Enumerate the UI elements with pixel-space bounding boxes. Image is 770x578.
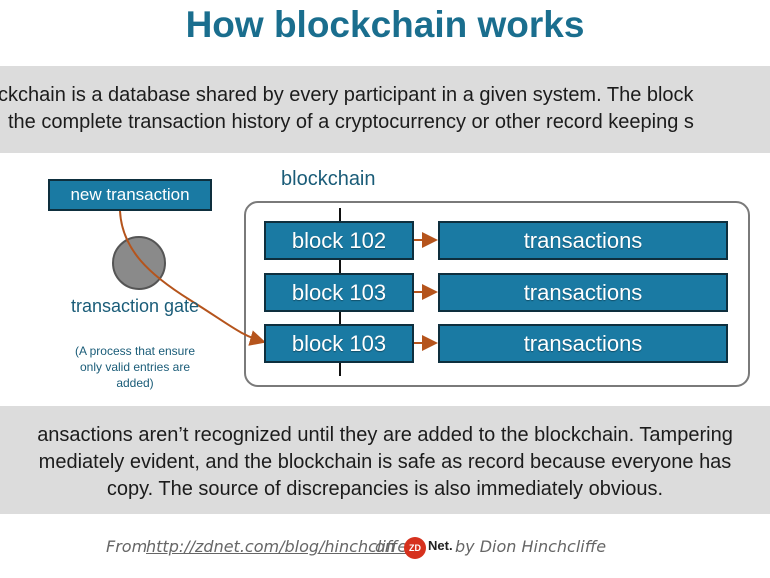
zdnet-logo-icon: ZD	[404, 537, 426, 559]
transaction-gate-note: (A process that ensure only valid entrie…	[74, 344, 196, 390]
footer-link[interactable]: http://zdnet.com/blog/hinchcliffe	[146, 537, 408, 556]
summary-line-2: mediately evident, and the blockchain is…	[38, 451, 732, 473]
summary-line-1: ansactions aren’t recognized until they …	[37, 424, 733, 446]
blockchain-label: blockchain	[281, 168, 376, 190]
new-transaction-box: new transaction	[48, 179, 212, 211]
summary-band: ansactions aren’t recognized until they …	[0, 406, 770, 514]
transactions-box-3: transactions	[438, 324, 728, 363]
page-title: How blockchain works	[185, 4, 585, 45]
footer-on: on	[375, 537, 395, 556]
summary-line-3: copy. The source of discrepancies is als…	[106, 478, 664, 500]
transactions-box-1: transactions	[438, 221, 728, 260]
transaction-gate-icon	[112, 236, 166, 290]
footer-credit: From http://zdnet.com/blog/hinchcliffe o…	[0, 533, 770, 563]
footer-author: by Dion Hinchcliffe	[455, 537, 607, 556]
new-transaction-arrow	[119, 210, 266, 346]
intro-line-2: the complete transaction history of a cr…	[8, 111, 694, 133]
zdnet-logo-text: Net.	[428, 538, 453, 553]
footer-from: From	[106, 537, 148, 556]
transaction-gate-label: transaction gate	[70, 296, 200, 316]
block-box-1: block 102	[264, 221, 414, 260]
block-box-2: block 103	[264, 273, 414, 312]
block-box-3: block 103	[264, 324, 414, 363]
transactions-box-2: transactions	[438, 273, 728, 312]
intro-line-1: ckchain is a database shared by every pa…	[0, 84, 694, 106]
intro-band: ckchain is a database shared by every pa…	[0, 66, 770, 153]
